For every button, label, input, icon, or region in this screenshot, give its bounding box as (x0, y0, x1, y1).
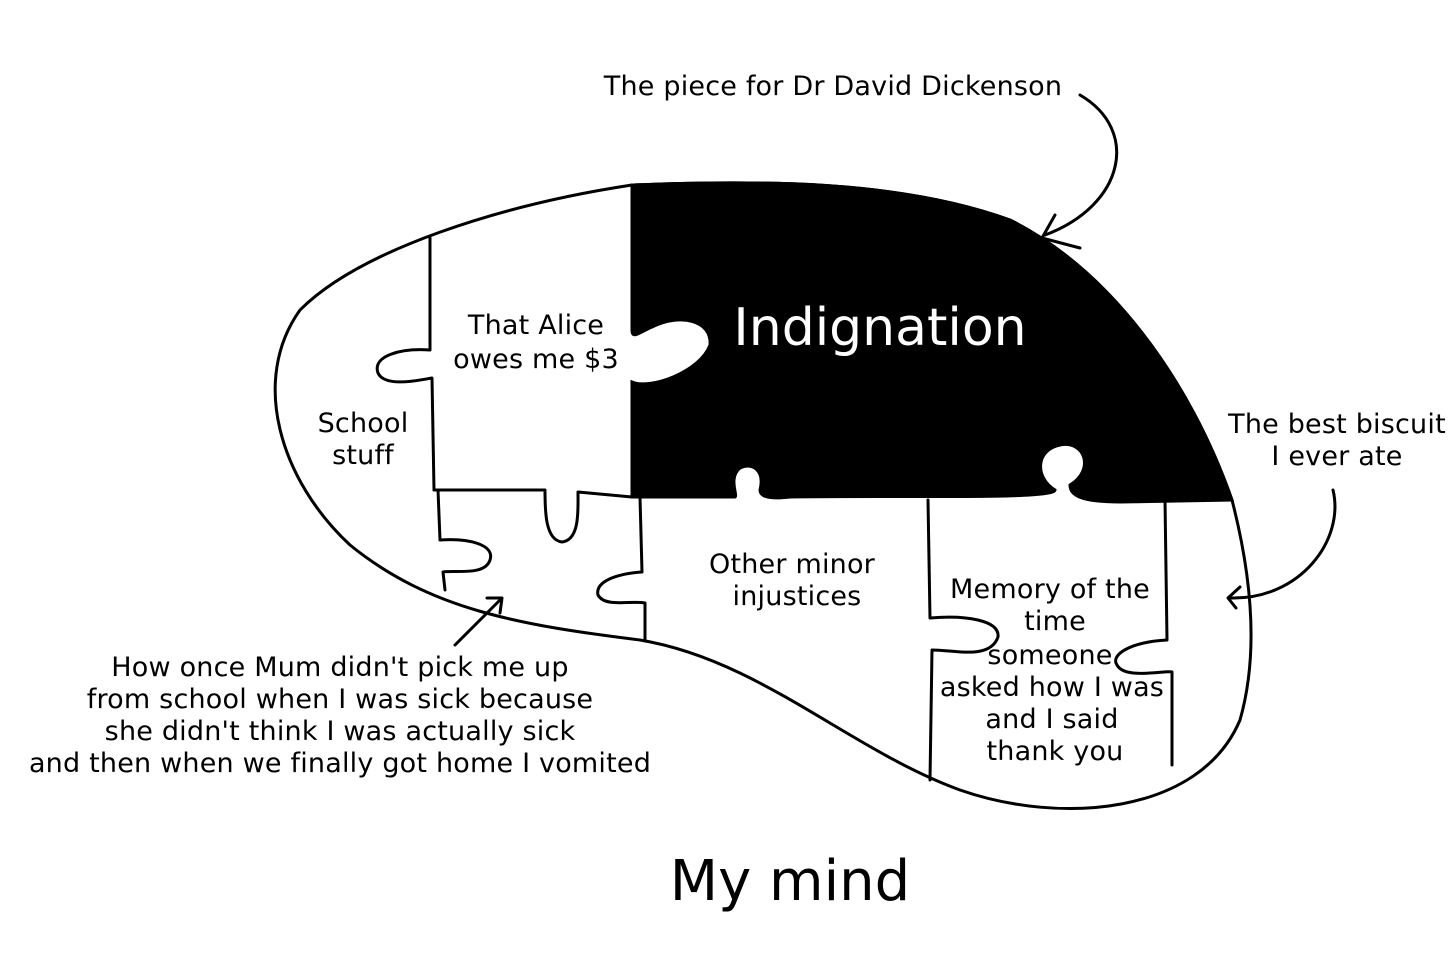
top-arrowhead (1040, 213, 1082, 250)
right-arrow (1228, 488, 1337, 600)
injustices-label-line-2: injustices (733, 581, 862, 612)
annotation-bottom-line-4: and then when we finally got home I vomi… (29, 748, 651, 779)
annotation-right-line-2: I ever ate (1271, 441, 1402, 472)
right-arrowhead (1226, 585, 1242, 610)
memory-label-line-3: someone (987, 640, 1112, 671)
memory-label-line-1: Memory of the (950, 574, 1150, 605)
mind-outline (273, 181, 1253, 810)
alice-label-line-2: owes me $3 (453, 344, 619, 375)
annotation-bottom-line-1: How once Mum didn't pick me up (111, 652, 568, 683)
annotation-bottom-line-3: she didn't think I was actually sick (105, 716, 576, 747)
alice-label-line-1: That Alice (467, 310, 604, 341)
indignation-label: Indignation (733, 298, 1026, 358)
bottom-arrow (453, 598, 502, 647)
school-label-line-2: stuff (332, 440, 395, 471)
memory-label-line-6: thank you (987, 736, 1124, 767)
memory-label-line-4: asked how I was (940, 672, 1164, 703)
annotation-top: The piece for Dr David Dickenson (603, 71, 1062, 102)
memory-label-line-5: and I said (985, 704, 1118, 735)
diagram-title: My mind (670, 849, 910, 914)
puzzle-lines (375, 236, 1174, 782)
top-arrow (1043, 93, 1119, 237)
school-label-line-1: School (318, 408, 409, 439)
annotation-right-line-1: The best biscuit (1227, 409, 1446, 440)
injustices-label-line-1: Other minor (709, 549, 876, 580)
arrows (453, 93, 1337, 647)
bottom-arrowhead (485, 596, 504, 615)
annotation-bottom-line-2: from school when I was sick because (87, 684, 593, 715)
memory-label-line-2: time (1024, 606, 1086, 637)
